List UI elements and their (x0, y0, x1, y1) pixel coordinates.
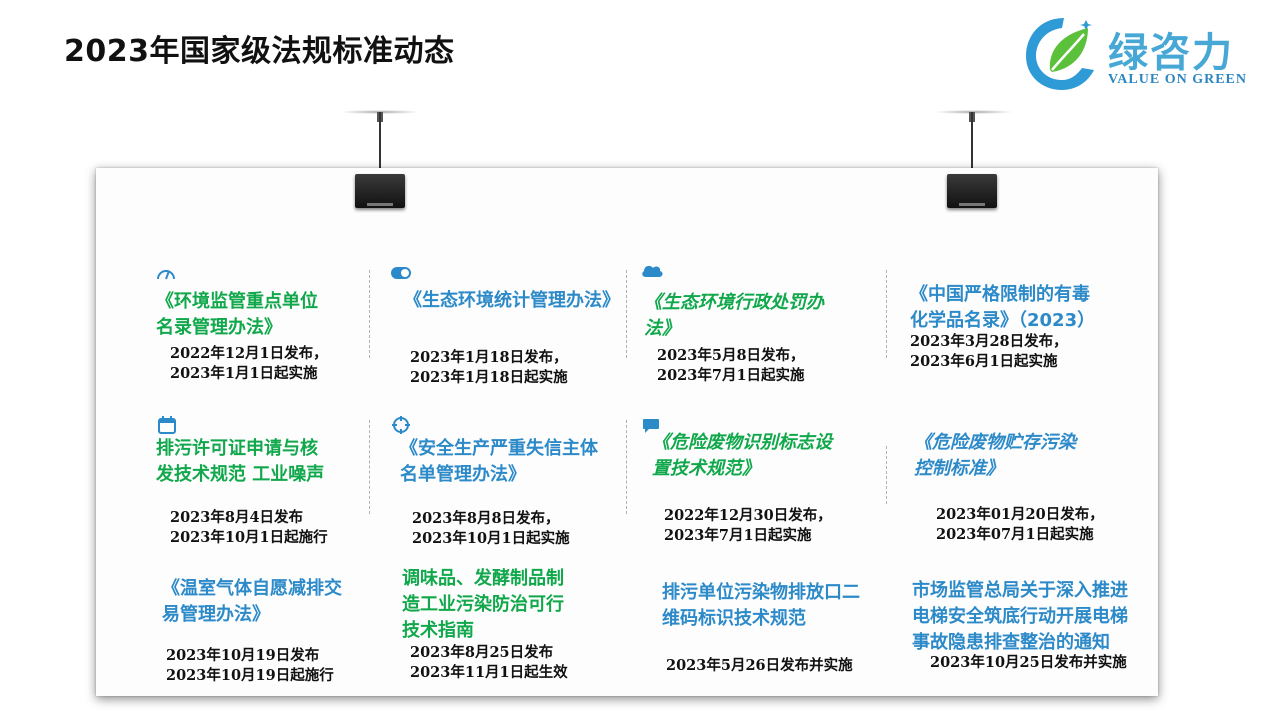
logo-subtitle: VALUE ON GREEN (1108, 72, 1247, 87)
regulation-date: 2023年5月26日发布并实施 (666, 657, 853, 674)
regulation-date: 2023年8月25日发布 2023年11月1日起生效 (410, 644, 568, 681)
regulation-title: 《危险废物识别标志设 置技术规范》 (652, 432, 832, 479)
binder-clip-left (355, 174, 405, 208)
logo-text: 绿咨力 (1108, 30, 1234, 76)
regulation-date: 2023年10月25日发布并实施 (930, 654, 1127, 671)
regulation-title: 《生态环境统计管理办法》 (404, 290, 620, 311)
regulation-title: 《温室气体自愿减排交 易管理办法》 (162, 578, 342, 625)
page-title: 2023年国家级法规标准动态 (64, 34, 455, 69)
regulation-date: 2023年1月18日发布， 2023年1月18日起实施 (410, 349, 568, 386)
regulation-date: 2023年5月8日发布， 2023年7月1日起实施 (657, 347, 805, 384)
regulation-title: 调味品、发酵制品制 造工业污染防治可行 技术指南 (402, 568, 564, 641)
divider (369, 420, 370, 514)
divider (626, 270, 627, 358)
content-board (96, 168, 1158, 696)
regulation-date: 2023年3月28日发布， 2023年6月1日起实施 (910, 333, 1068, 370)
speedometer-icon (157, 270, 175, 280)
regulation-title: 排污单位污染物排放口二 维码标识技术规范 (662, 582, 860, 629)
chat-bubble-icon (643, 419, 659, 433)
calendar-icon (158, 416, 176, 434)
regulation-title: 《环境监管重点单位 名录管理办法》 (156, 291, 318, 338)
regulation-title: 《生态环境行政处罚办 法》 (644, 292, 824, 339)
regulation-title: 《中国严格限制的有毒 化学品名录》（2023） (910, 284, 1096, 331)
hanger-wire-left (379, 112, 381, 174)
regulation-title: 《安全生产严重失信主体 名单管理办法》 (400, 438, 598, 485)
target-icon (392, 416, 410, 434)
regulation-date: 2022年12月1日发布， 2023年1月1日起实施 (170, 345, 328, 382)
toggle-icon (391, 267, 411, 279)
divider (886, 446, 887, 504)
regulation-date: 2023年01月20日发布， 2023年07月1日起实施 (936, 506, 1104, 543)
regulation-date: 2023年8月8日发布， 2023年10月1日起实施 (412, 510, 570, 547)
binder-clip-right (947, 174, 997, 208)
cloud-icon (642, 265, 663, 277)
hanger-wire-right (971, 112, 973, 174)
regulation-date: 2022年12月30日发布， 2023年7月1日起实施 (664, 507, 832, 544)
divider (369, 270, 370, 358)
divider (626, 420, 627, 514)
logo: 绿咨力 VALUE ON GREEN (1022, 14, 1262, 94)
regulation-date: 2023年8月4日发布 2023年10月1日起施行 (170, 509, 328, 546)
regulation-title: 排污许可证申请与核 发技术规范 工业噪声 (156, 438, 325, 485)
divider (886, 270, 887, 358)
regulation-title: 《危险废物贮存污染 控制标准》 (914, 432, 1076, 479)
regulation-title: 市场监管总局关于深入推进 电梯安全筑底行动开展电梯 事故隐患排查整治的通知 (912, 580, 1128, 653)
regulation-date: 2023年10月19日发布 2023年10月19日起施行 (166, 647, 334, 684)
leaf-logo-icon (1026, 18, 1094, 90)
